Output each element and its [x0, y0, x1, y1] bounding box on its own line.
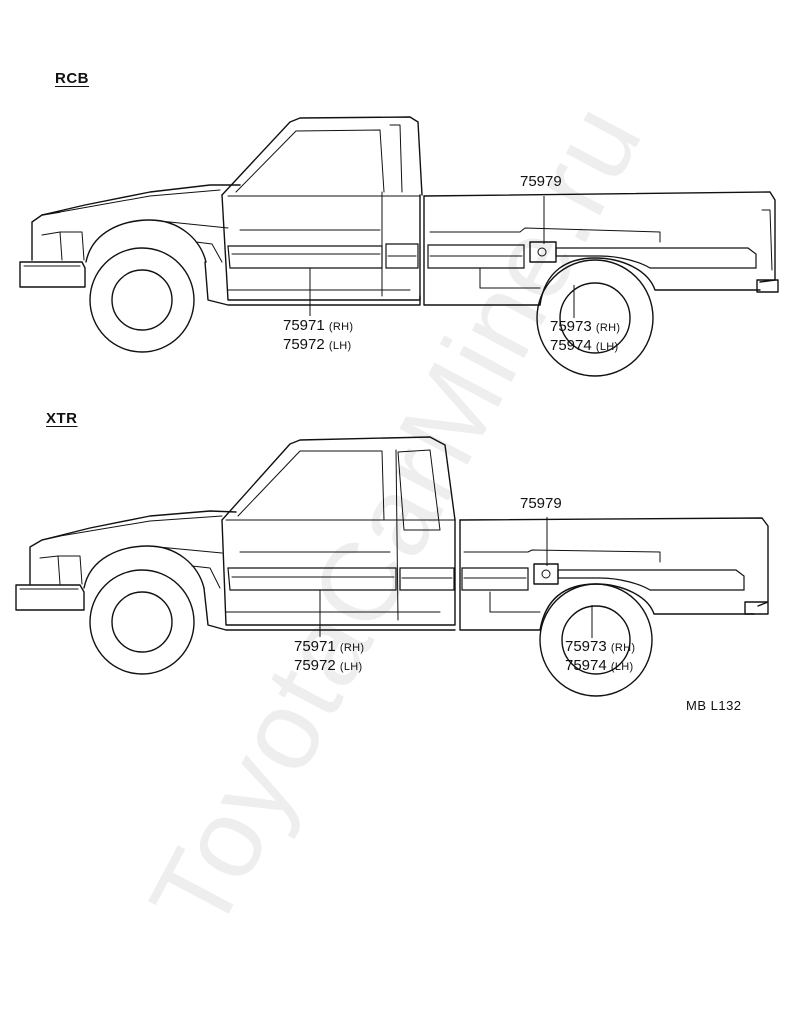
side-rh: (RH) — [339, 642, 365, 654]
callout-fender-molding-xtr: 75973 (RH) 75974 (LH) — [565, 638, 635, 676]
callout-fender-molding-rcb: 75973 (RH) 75974 (LH) — [550, 318, 620, 356]
callout-door-molding-xtr: 75971 (RH) 75972 (LH) — [294, 638, 364, 676]
truck-drawing-xtr — [15, 436, 769, 697]
side-lh: (LH) — [610, 661, 634, 673]
side-lh: (LH) — [339, 661, 363, 673]
part-number-rh: 75971 — [283, 317, 325, 334]
side-lh: (LH) — [595, 341, 619, 353]
callout-fuel-lid-rcb: 75979 — [520, 173, 562, 190]
part-number-fuel-lid: 75979 — [520, 173, 562, 190]
side-rh: (RH) — [595, 322, 621, 334]
part-number-lh: 75974 — [565, 657, 607, 674]
part-number-rh: 75973 — [565, 638, 607, 655]
figure-code: MB L132 — [686, 698, 742, 713]
side-lh: (LH) — [328, 340, 352, 352]
section-label-xtr: XTR — [46, 410, 78, 427]
part-number-lh: 75974 — [550, 337, 592, 354]
side-rh: (RH) — [328, 321, 354, 333]
part-number-lh: 75972 — [294, 657, 336, 674]
callout-fuel-lid-xtr: 75979 — [520, 495, 562, 512]
side-rh: (RH) — [610, 642, 636, 654]
part-number-lh: 75972 — [283, 336, 325, 353]
section-label-rcb: RCB — [55, 70, 89, 87]
callout-door-molding-rcb: 75971 (RH) 75972 (LH) — [283, 317, 353, 355]
part-number-rh: 75973 — [550, 318, 592, 335]
truck-drawing-rcb — [19, 116, 779, 377]
part-number-fuel-lid: 75979 — [520, 495, 562, 512]
part-number-rh: 75971 — [294, 638, 336, 655]
